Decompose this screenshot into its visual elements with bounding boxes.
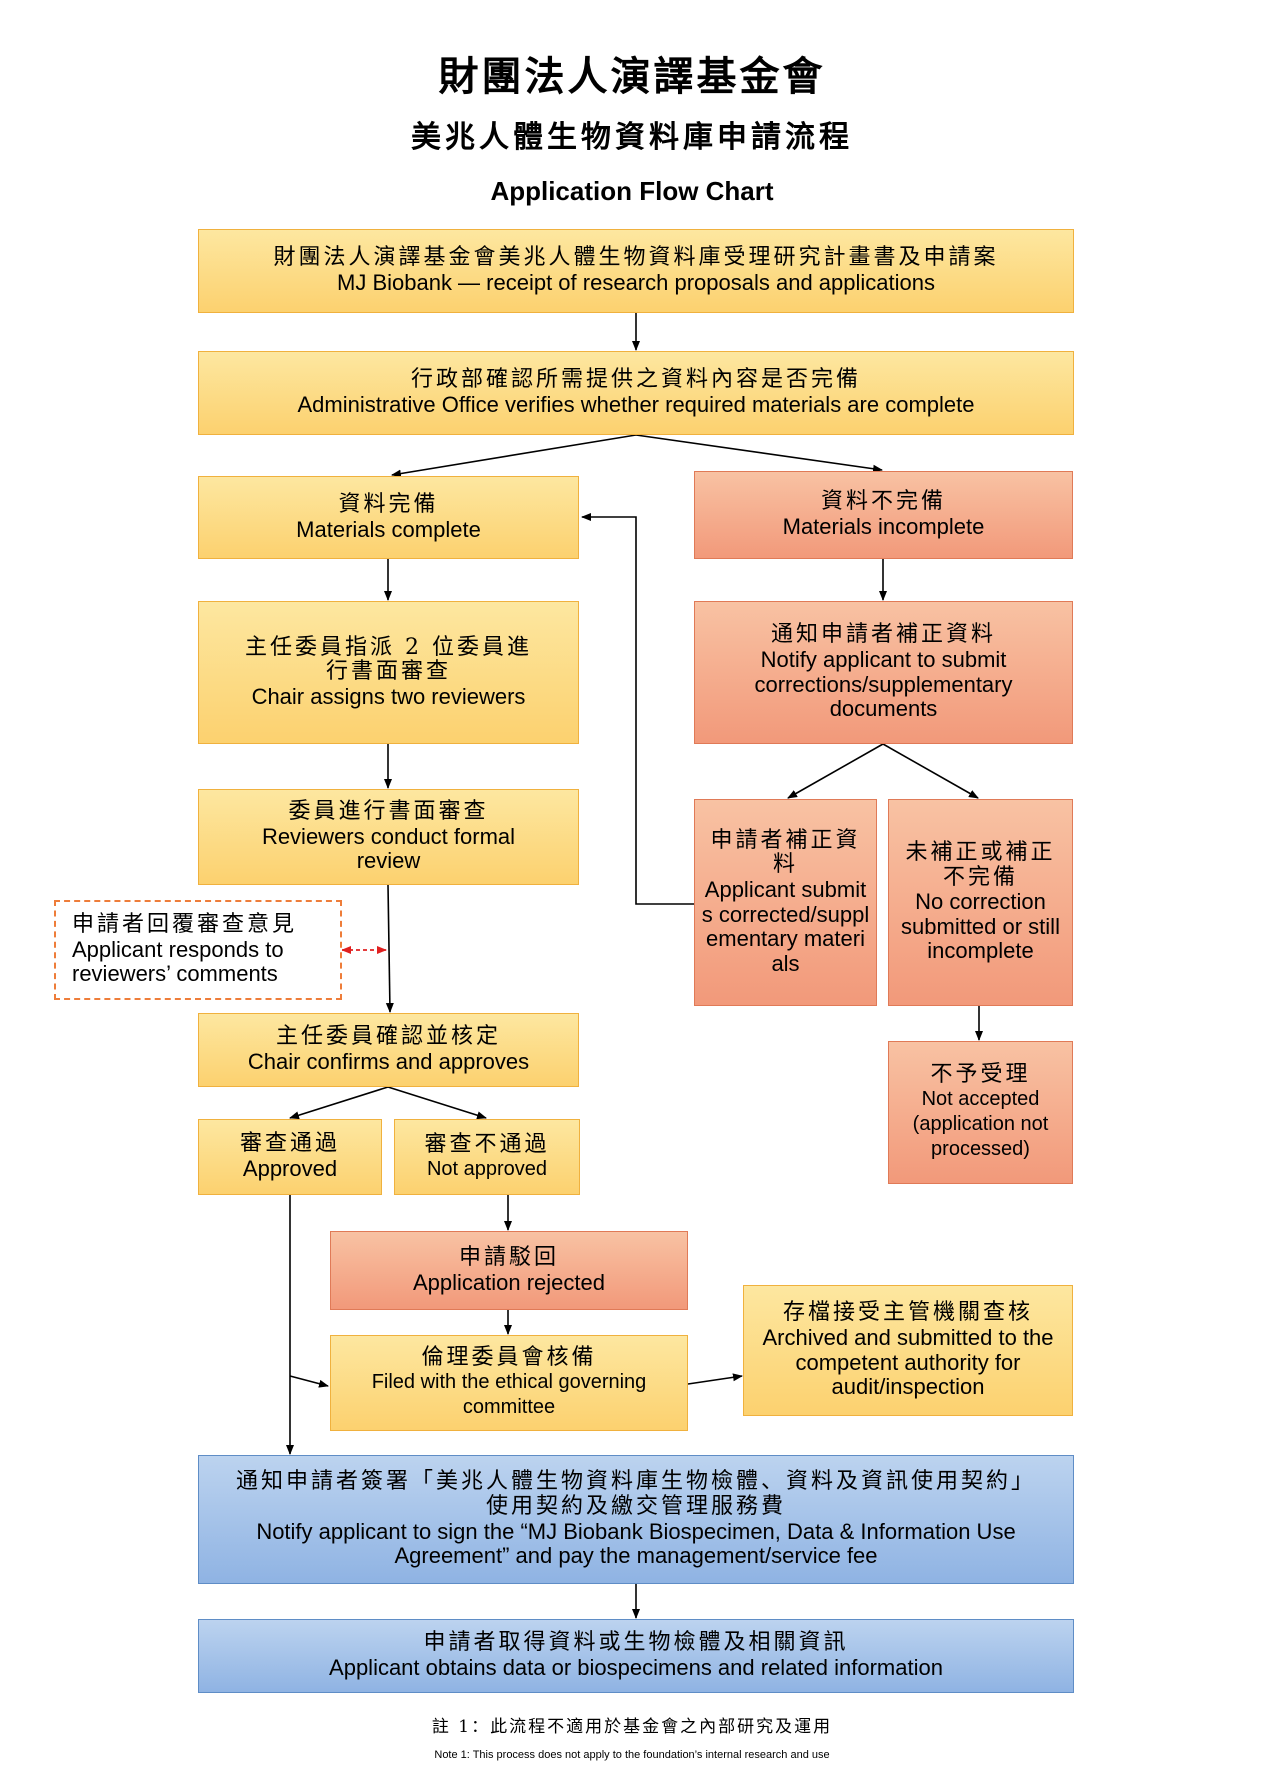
node-corrected-en: Applicant submits corrected/supplementar… xyxy=(701,876,870,976)
footnote-zh: 註 1：此流程不適用於基金會之內部研究及運用 xyxy=(431,1717,833,1737)
node-obtain-zh: 申請者取得資料或生物檢體及相關資訊 xyxy=(423,1630,849,1656)
node-not-corrected-en: No correction submitted or still incompl… xyxy=(901,889,1060,964)
node-materials-complete: 資料完備 Materials complete xyxy=(198,476,579,559)
arrow-chair-approved xyxy=(289,1086,389,1120)
arrow-notify-notcorrected xyxy=(882,743,979,799)
node-applicant-obtains: 申請者取得資料或生物檢體及相關資訊 Applicant obtains data… xyxy=(198,1619,1074,1693)
node-applicant-responds: 申請者回覆審查意見 Applicant responds to reviewer… xyxy=(54,900,342,1000)
node-respond-zh: 申請者回覆審查意見 xyxy=(72,912,298,938)
arrow-chair-notapproved xyxy=(387,1086,487,1120)
node-verify-en: Administrative Office verifies whether r… xyxy=(297,392,975,417)
node-application-rejected: 申請駁回 Application rejected xyxy=(330,1231,688,1310)
arrow-review-chair xyxy=(385,884,394,1013)
arrow-notify-corrected xyxy=(787,743,884,799)
footnote-en: Note 1: This process does not apply to t… xyxy=(434,1749,830,1761)
node-rejected-en: Application rejected xyxy=(412,1269,605,1295)
node-not-accepted-zh: 不予受理 xyxy=(930,1061,1031,1087)
node-archived: 存檔接受主管機關查核 Archived and submitted to the… xyxy=(743,1285,1073,1416)
node-sign-en: Notify applicant to sign the “MJ Biobank… xyxy=(256,1518,1016,1569)
node-verify-zh: 行政部確認所需提供之資料內容是否完備 xyxy=(410,367,861,393)
node-archived-zh: 存檔接受主管機關查核 xyxy=(782,1300,1033,1326)
node-chair-en: Chair confirms and approves xyxy=(247,1049,530,1074)
arrow-verify-complete xyxy=(391,434,637,478)
arrow-filed-archived xyxy=(687,1373,743,1385)
node-sign-zh: 通知申請者簽署「美兆人體生物資料庫生物檢體、資料及資訊使用契約」使用契約及繳交管… xyxy=(235,1469,1036,1519)
node-not-corrected-zh: 未補正或補正不完備 xyxy=(905,839,1056,890)
node-corrected-zh: 申請者補正資料 xyxy=(710,827,861,878)
node-notify-correct-en: Notify applicant to submit corrections/s… xyxy=(754,646,1013,722)
node-notify-correction: 通知申請者補正資料 Notify applicant to submit cor… xyxy=(694,601,1073,744)
arrow-approved-filed xyxy=(289,1375,329,1388)
page-subtitle: 美兆人體生物資料庫申請流程 xyxy=(411,120,853,155)
node-respond-en: Applicant responds to reviewers’ comment… xyxy=(72,936,284,987)
node-approved: 審查通過 Approved xyxy=(198,1119,382,1195)
node-sign-agreement: 通知申請者簽署「美兆人體生物資料庫生物檢體、資料及資訊使用契約」使用契約及繳交管… xyxy=(198,1455,1074,1584)
node-notify-correct-zh: 通知申請者補正資料 xyxy=(770,622,996,648)
node-materials-incomplete: 資料不完備 Materials incomplete xyxy=(694,471,1073,559)
arrow-verify-incomplete xyxy=(635,434,883,473)
node-not-accepted: 不予受理 Not accepted (application not proce… xyxy=(888,1041,1073,1184)
node-assign-zh: 主任委員指派 2 位委員進行書面審查 xyxy=(245,634,532,685)
node-applicant-corrected: 申請者補正資料 Applicant submits corrected/supp… xyxy=(694,799,877,1006)
node-complete-zh: 資料完備 xyxy=(338,491,439,517)
node-not-approved: 審查不通過 Not approved xyxy=(394,1119,580,1195)
node-verify: 行政部確認所需提供之資料內容是否完備 Administrative Office… xyxy=(198,351,1074,435)
node-not-accepted-en: Not accepted (application not processed) xyxy=(912,1088,1049,1161)
node-complete-en: Materials complete xyxy=(296,516,481,542)
node-obtain-en: Applicant obtains data or biospecimens a… xyxy=(329,1655,943,1680)
node-approved-en: Approved xyxy=(242,1156,338,1181)
node-formal-review: 委員進行書面審查 Reviewers conduct formal review xyxy=(198,789,579,885)
node-archived-en: Archived and submitted to the competent … xyxy=(762,1324,1054,1400)
node-not-corrected: 未補正或補正不完備 No correction submitted or sti… xyxy=(888,799,1073,1006)
node-assign-reviewers: 主任委員指派 2 位委員進行書面審查 Chair assigns two rev… xyxy=(198,601,579,744)
node-filed-en: Filed with the ethical governing committ… xyxy=(371,1371,647,1419)
page-title-english: Application Flow Chart xyxy=(490,176,774,206)
node-chair-confirms: 主任委員確認並核定 Chair confirms and approves xyxy=(198,1013,579,1087)
node-assign-en: Chair assigns two reviewers xyxy=(251,683,526,709)
node-chair-zh: 主任委員確認並核定 xyxy=(275,1024,501,1050)
node-not-approved-zh: 審查不通過 xyxy=(424,1132,550,1158)
node-not-approved-en: Not approved xyxy=(426,1158,548,1181)
node-incomplete-en: Materials incomplete xyxy=(782,514,985,539)
arrow-corrected-complete xyxy=(581,513,694,905)
node-receipt-zh: 財團法人演譯基金會美兆人體生物資料庫受理研究計畫書及申請案 xyxy=(273,245,999,271)
node-review-zh: 委員進行書面審查 xyxy=(288,799,489,825)
node-review-en: Reviewers conduct formal review xyxy=(261,823,516,874)
node-incomplete-zh: 資料不完備 xyxy=(820,489,946,515)
node-receipt-en: MJ Biobank — receipt of research proposa… xyxy=(337,270,935,295)
node-filed-zh: 倫理委員會核備 xyxy=(421,1344,597,1370)
node-receipt: 財團法人演譯基金會美兆人體生物資料庫受理研究計畫書及申請案 MJ Biobank… xyxy=(198,229,1074,313)
page-title: 財團法人演譯基金會 xyxy=(438,53,826,100)
node-ethics-filed: 倫理委員會核備 Filed with the ethical governing… xyxy=(330,1335,688,1431)
node-rejected-zh: 申請駁回 xyxy=(458,1244,559,1270)
node-approved-zh: 審查通過 xyxy=(239,1131,340,1157)
